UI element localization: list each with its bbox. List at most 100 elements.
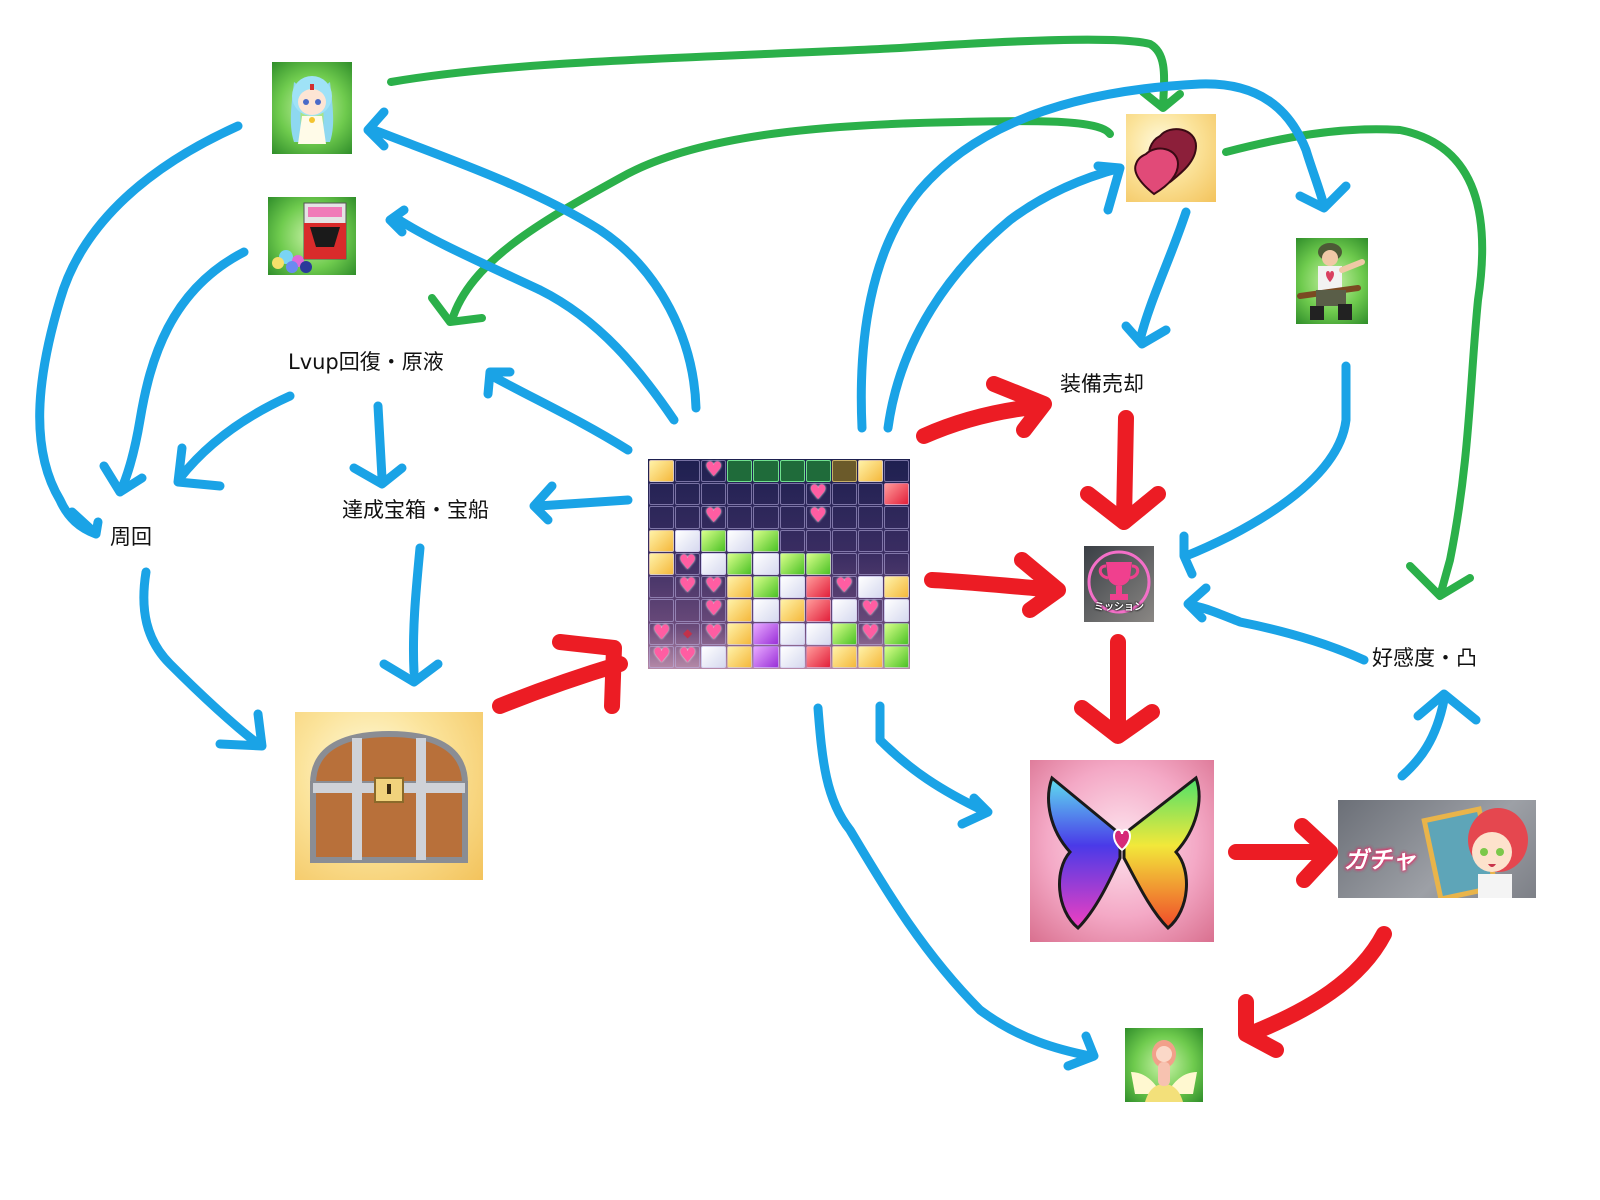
board-cell-slot-b xyxy=(831,460,857,483)
arrow-red-board-to-mission xyxy=(924,552,1066,618)
board-cell-heart xyxy=(857,621,883,645)
arrow-blue-board-to-fairy xyxy=(813,703,1099,1071)
arrow-blue-board-to-lvup xyxy=(483,367,633,455)
farming-label: 周回 xyxy=(110,525,152,549)
board-cell-green xyxy=(753,576,779,599)
board-cell-empty xyxy=(727,483,753,506)
arrow-green-coins-to-lvup xyxy=(428,117,1114,326)
board-cell-gem xyxy=(675,622,701,645)
board-cell-empty xyxy=(779,483,805,506)
board-cell-empty xyxy=(883,552,909,576)
arrow-red-butterfly-to-gacha xyxy=(1228,818,1338,888)
board-cell-heart xyxy=(675,551,701,576)
board-cell-white xyxy=(831,599,857,622)
board-cell-empty xyxy=(675,483,701,506)
board-cell-heart xyxy=(675,574,701,599)
board-cell-white xyxy=(701,552,727,576)
arrow-blue-soldier-to-mission xyxy=(1179,361,1351,579)
board-cell-green xyxy=(883,622,909,645)
board-cell-heart xyxy=(701,621,727,645)
board-cell-heart xyxy=(675,644,701,668)
mission-badge-label: ミッション xyxy=(1094,602,1144,613)
gacha-banner-label: ガチャ xyxy=(1344,846,1416,874)
board-cell-purple xyxy=(753,645,779,668)
board-cell-empty xyxy=(675,599,701,622)
arrow-blue-chibi-to-farming xyxy=(35,121,243,539)
board-cell-empty xyxy=(727,506,753,529)
board-cell-yellow xyxy=(649,552,675,576)
board-cell-white xyxy=(779,576,805,599)
arrow-red-mission-to-butterfly xyxy=(1074,634,1160,744)
arrow-blue-candy-to-farming xyxy=(99,247,249,497)
board-cell-empty xyxy=(831,552,857,576)
board-cell-yellow xyxy=(857,460,883,483)
board-cell-heart xyxy=(857,597,883,622)
equipment-sale-label: 装備売却 xyxy=(1060,372,1144,396)
board-cell-white xyxy=(857,576,883,599)
board-cell-white xyxy=(883,599,909,622)
board-cell-empty xyxy=(857,506,883,529)
flower-fairy-icon xyxy=(1125,1028,1203,1102)
board-cell-heart xyxy=(701,597,727,622)
arrow-blue-coins-to-equipment xyxy=(1121,207,1191,349)
chibi-girl-icon xyxy=(272,62,352,154)
board-cell-yellow xyxy=(779,599,805,622)
board-cell-slot xyxy=(753,460,779,483)
board-cell-white xyxy=(753,552,779,576)
soldier-icon xyxy=(1296,238,1368,324)
arrow-red-board-to-equipment xyxy=(916,376,1052,444)
board-cell-purple xyxy=(753,622,779,645)
board-cell-white xyxy=(779,645,805,668)
board-cell-empty xyxy=(857,529,883,552)
board-cell-empty xyxy=(701,483,727,506)
affection-limit-break-label: 好感度・凸 xyxy=(1372,646,1477,670)
board-cell-white xyxy=(805,622,831,645)
board-cell-red xyxy=(883,483,909,506)
board-cell-heart xyxy=(701,574,727,599)
arrow-green-coins-to-affection xyxy=(1222,125,1487,600)
board-cell-white xyxy=(779,622,805,645)
board-cell-green xyxy=(753,529,779,552)
board-cell-yellow xyxy=(857,645,883,668)
board-cell-empty xyxy=(857,552,883,576)
board-cell-heart xyxy=(649,644,675,668)
board-cell-yellow xyxy=(649,529,675,552)
arrow-blue-board-to-achievement xyxy=(529,481,633,525)
board-cell-empty xyxy=(753,506,779,529)
board-cell-empty xyxy=(779,506,805,529)
treasure-chest-icon xyxy=(295,712,483,880)
arrow-blue-farming-to-chest xyxy=(139,567,267,751)
board-cell-green xyxy=(727,552,753,576)
board-cell-yellow xyxy=(831,645,857,668)
mission-icon: ミッション xyxy=(1084,546,1154,622)
board-cell-empty xyxy=(675,460,701,483)
board-cell-yellow xyxy=(727,622,753,645)
arrow-blue-gacha-to-affection xyxy=(1397,689,1481,781)
board-cell-empty xyxy=(831,529,857,552)
board-cell-empty xyxy=(883,460,909,483)
board-cell-red xyxy=(805,599,831,622)
board-cell-heart xyxy=(701,504,727,529)
board-cell-yellow xyxy=(883,576,909,599)
board-cell-empty xyxy=(649,483,675,506)
arrow-blue-board-to-candy xyxy=(385,205,679,425)
board-cell-green xyxy=(883,645,909,668)
board-cell-yellow xyxy=(727,576,753,599)
board-cell-green xyxy=(779,552,805,576)
arrow-blue-board-to-butterfly xyxy=(875,701,993,829)
board-cell-red xyxy=(805,576,831,599)
board-cell-heart xyxy=(805,504,831,529)
board-cell-red xyxy=(805,645,831,668)
arrow-red-gacha-to-fairy xyxy=(1238,926,1392,1058)
arrow-blue-affection-to-mission xyxy=(1183,583,1369,665)
lvup-recovery-label: Lvup回復・原液 xyxy=(288,350,444,374)
gacha-banner-icon: ガチャ xyxy=(1338,800,1536,898)
board-cell-white xyxy=(675,529,701,552)
board-cell-heart xyxy=(831,574,857,599)
arrow-blue-lvup-to-chest-label xyxy=(349,401,407,489)
rainbow-butterfly-icon xyxy=(1030,760,1214,942)
arrow-blue-achievement-to-chest xyxy=(379,543,443,687)
board-cell-empty xyxy=(649,599,675,622)
board-cell-empty xyxy=(753,483,779,506)
